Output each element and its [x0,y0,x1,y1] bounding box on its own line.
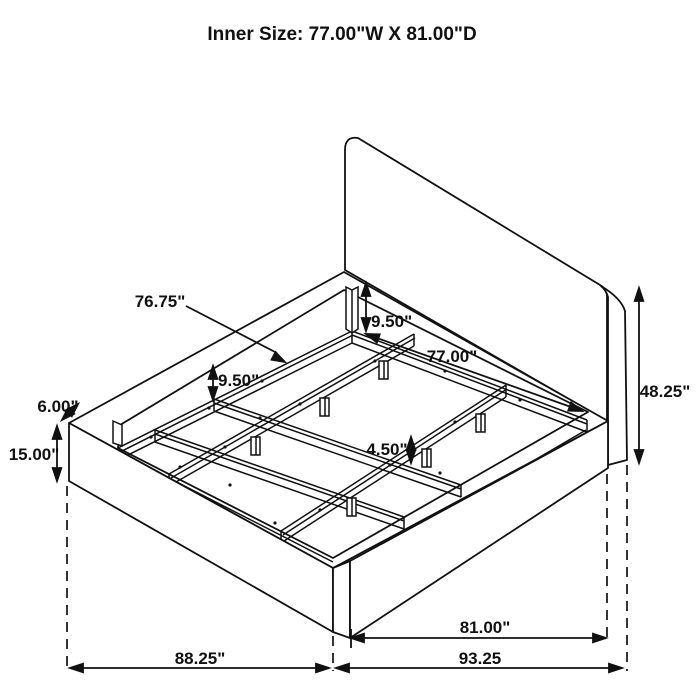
platform-corner-face [332,560,351,639]
slat-rails [112,330,588,578]
dim-label-outer-depth: 93.25 [459,649,502,668]
dim-label-rail-thickness: 6.00" [37,397,78,416]
headboard-side-panel [600,285,628,466]
headboard [344,136,628,466]
dim-label-inner-width: 77.00" [427,347,478,366]
dim-label-slat-length: 76.75" [135,292,186,311]
dim-label-side-rail-depth: 9.50" [218,371,259,390]
platform-side-face [349,420,609,639]
dim-label-leg-height: 4.50" [366,440,407,459]
platform-base [68,420,609,639]
projection-lines [66,465,628,671]
headboard-post [345,285,359,334]
dim-label-outer-width: 88.25" [175,649,226,668]
dimension-lines [51,280,645,674]
diagram-title: Inner Size: 77.00"W X 81.00"D [207,24,476,45]
dim-label-inner-depth: 81.00" [460,618,511,637]
dim-label-base-height: 15.00" [9,445,60,464]
dim-label-headboard-height: 48.25" [640,382,691,401]
dim-label-headboard-inset: 9.50" [371,312,412,331]
support-legs [250,285,486,517]
